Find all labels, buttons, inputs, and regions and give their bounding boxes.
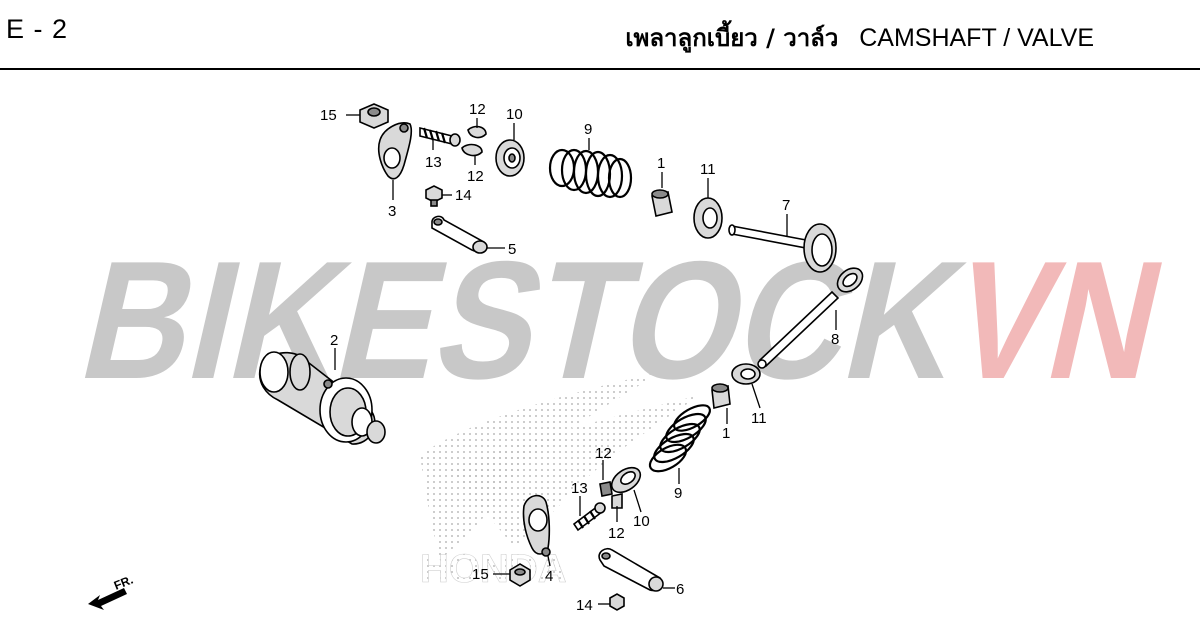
part-13-adjust-screw-bottom <box>572 502 606 532</box>
callout-4: 4 <box>545 568 553 585</box>
callout-15-top: 15 <box>320 107 337 124</box>
callout-5: 5 <box>508 241 516 258</box>
part-14-bolt-top <box>425 185 443 207</box>
callout-numbers: 15 12 10 9 13 12 14 3 1 11 7 5 2 8 1 11 … <box>320 101 839 614</box>
part-11-spring-seat-top <box>693 197 723 239</box>
callout-2: 2 <box>330 332 338 349</box>
callout-13-bottom: 13 <box>571 480 588 497</box>
callout-15-bottom: 15 <box>472 566 489 583</box>
title-english: CAMSHAFT / VALVE <box>859 24 1094 52</box>
callout-9-bottom: 9 <box>674 485 682 502</box>
part-12-cotter-top-a <box>467 125 487 139</box>
callout-10-bottom: 10 <box>633 513 650 530</box>
part-13-adjust-screw-top <box>419 126 461 147</box>
part-1-stem-seal-bottom <box>711 383 731 409</box>
part-2-camshaft <box>258 351 386 445</box>
part-1-stem-seal-top <box>651 189 673 217</box>
part-8-exhaust-valve <box>757 267 864 369</box>
front-direction-marker: FR. <box>88 573 135 610</box>
callout-11-top: 11 <box>700 161 716 178</box>
part-15-nut-top <box>359 103 389 129</box>
page-title: เพลาลูกเบี้ยว / วาล์ว CAMSHAFT / VALVE <box>625 18 1094 57</box>
leader-lines <box>334 114 837 605</box>
part-6-rocker-shaft-bottom <box>598 547 664 592</box>
part-5-rocker-shaft-top <box>431 215 488 254</box>
part-3-rocker-arm <box>377 122 413 180</box>
callout-11-bottom: 11 <box>751 410 767 427</box>
watermark: BIKESTOCK VN <box>67 227 1180 415</box>
callout-12-a: 12 <box>469 101 486 118</box>
watermark-accent-text: VN <box>937 227 1180 415</box>
direction-label: FR. <box>112 573 135 593</box>
part-14-bolt-bottom <box>609 593 625 611</box>
callout-14-top: 14 <box>455 187 472 204</box>
part-9-valve-spring-bottom <box>648 404 711 473</box>
callout-10-top: 10 <box>506 106 523 123</box>
arrow-icon <box>88 588 127 610</box>
part-12-cotter-bottom-a <box>599 481 613 497</box>
page-code: E - 2 <box>6 14 69 44</box>
part-12-cotter-bottom-b <box>611 493 623 509</box>
callout-12-b: 12 <box>467 168 484 185</box>
callout-6: 6 <box>676 581 684 598</box>
part-4-rocker-arm <box>522 494 551 557</box>
part-11-spring-seat-bottom <box>731 363 761 385</box>
callout-7: 7 <box>782 197 790 214</box>
callout-14-bottom: 14 <box>576 597 593 614</box>
callout-1-bottom: 1 <box>722 425 730 442</box>
callout-3: 3 <box>388 203 396 220</box>
part-12-cotter-top-b <box>461 143 483 157</box>
callout-8: 8 <box>831 331 839 348</box>
title-thai: เพลาลูกเบี้ยว / วาล์ว <box>625 24 839 52</box>
watermark-main-text: BIKESTOCK <box>67 227 980 415</box>
part-10-retainer-top <box>495 139 525 177</box>
part-9-valve-spring-top <box>548 148 633 199</box>
header-divider <box>0 68 1200 70</box>
callout-9-top: 9 <box>584 121 592 138</box>
callout-13-top: 13 <box>425 154 442 171</box>
callout-12-d: 12 <box>608 525 625 542</box>
part-7-intake-valve <box>728 223 837 273</box>
callout-1-top: 1 <box>657 155 665 172</box>
part-10-retainer-bottom <box>610 466 642 494</box>
callout-12-c: 12 <box>595 445 612 462</box>
part-15-nut-bottom <box>509 563 531 587</box>
